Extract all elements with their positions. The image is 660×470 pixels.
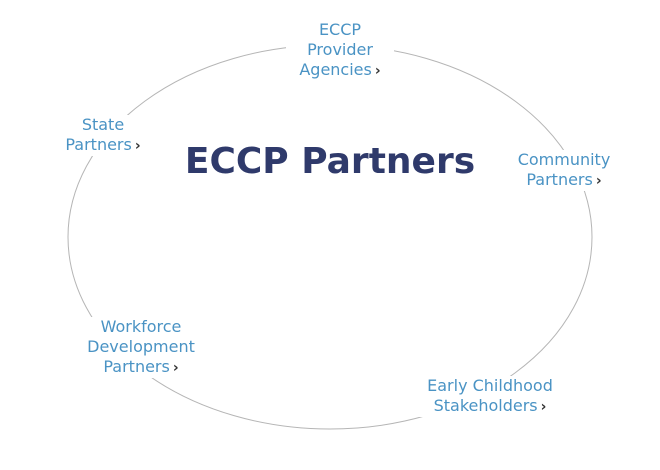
chevron-right-icon: › (374, 63, 381, 79)
link-label-text: Partners (65, 135, 132, 154)
chevron-right-icon: › (172, 360, 179, 376)
link-label-text: Partners (103, 357, 170, 376)
link-label-line: Partners› (74, 357, 208, 378)
eccp-provider-agencies-link[interactable]: ECCP Provider Agencies› (286, 20, 394, 81)
link-label-line: State (81, 115, 125, 134)
link-label-line: ECCP (318, 20, 362, 39)
early-childhood-stakeholders-link[interactable]: Early Childhood Stakeholders› (406, 376, 574, 417)
workforce-development-partners-link[interactable]: Workforce Development Partners› (70, 317, 212, 378)
link-label-line: Workforce (100, 317, 182, 336)
link-label-line: Agencies› (290, 60, 390, 81)
diagram-title: ECCP Partners (184, 141, 476, 182)
chevron-right-icon: › (134, 138, 141, 154)
link-label-line: Stakeholders› (410, 396, 570, 417)
link-label-line: Partners› (48, 135, 158, 156)
link-label-line: Early Childhood (427, 376, 553, 395)
chevron-right-icon: › (540, 399, 547, 415)
chevron-right-icon: › (595, 173, 602, 189)
link-label-text: Stakeholders (433, 396, 538, 415)
community-partners-link[interactable]: Community Partners› (498, 150, 630, 191)
link-label-text: Partners (526, 170, 593, 189)
link-label-line: Provider (307, 40, 373, 59)
link-label-line: Community (517, 150, 611, 169)
link-label-text: Agencies (299, 60, 372, 79)
link-label-line: Development (87, 337, 195, 356)
link-label-line: Partners› (502, 170, 626, 191)
state-partners-link[interactable]: State Partners› (44, 115, 162, 156)
